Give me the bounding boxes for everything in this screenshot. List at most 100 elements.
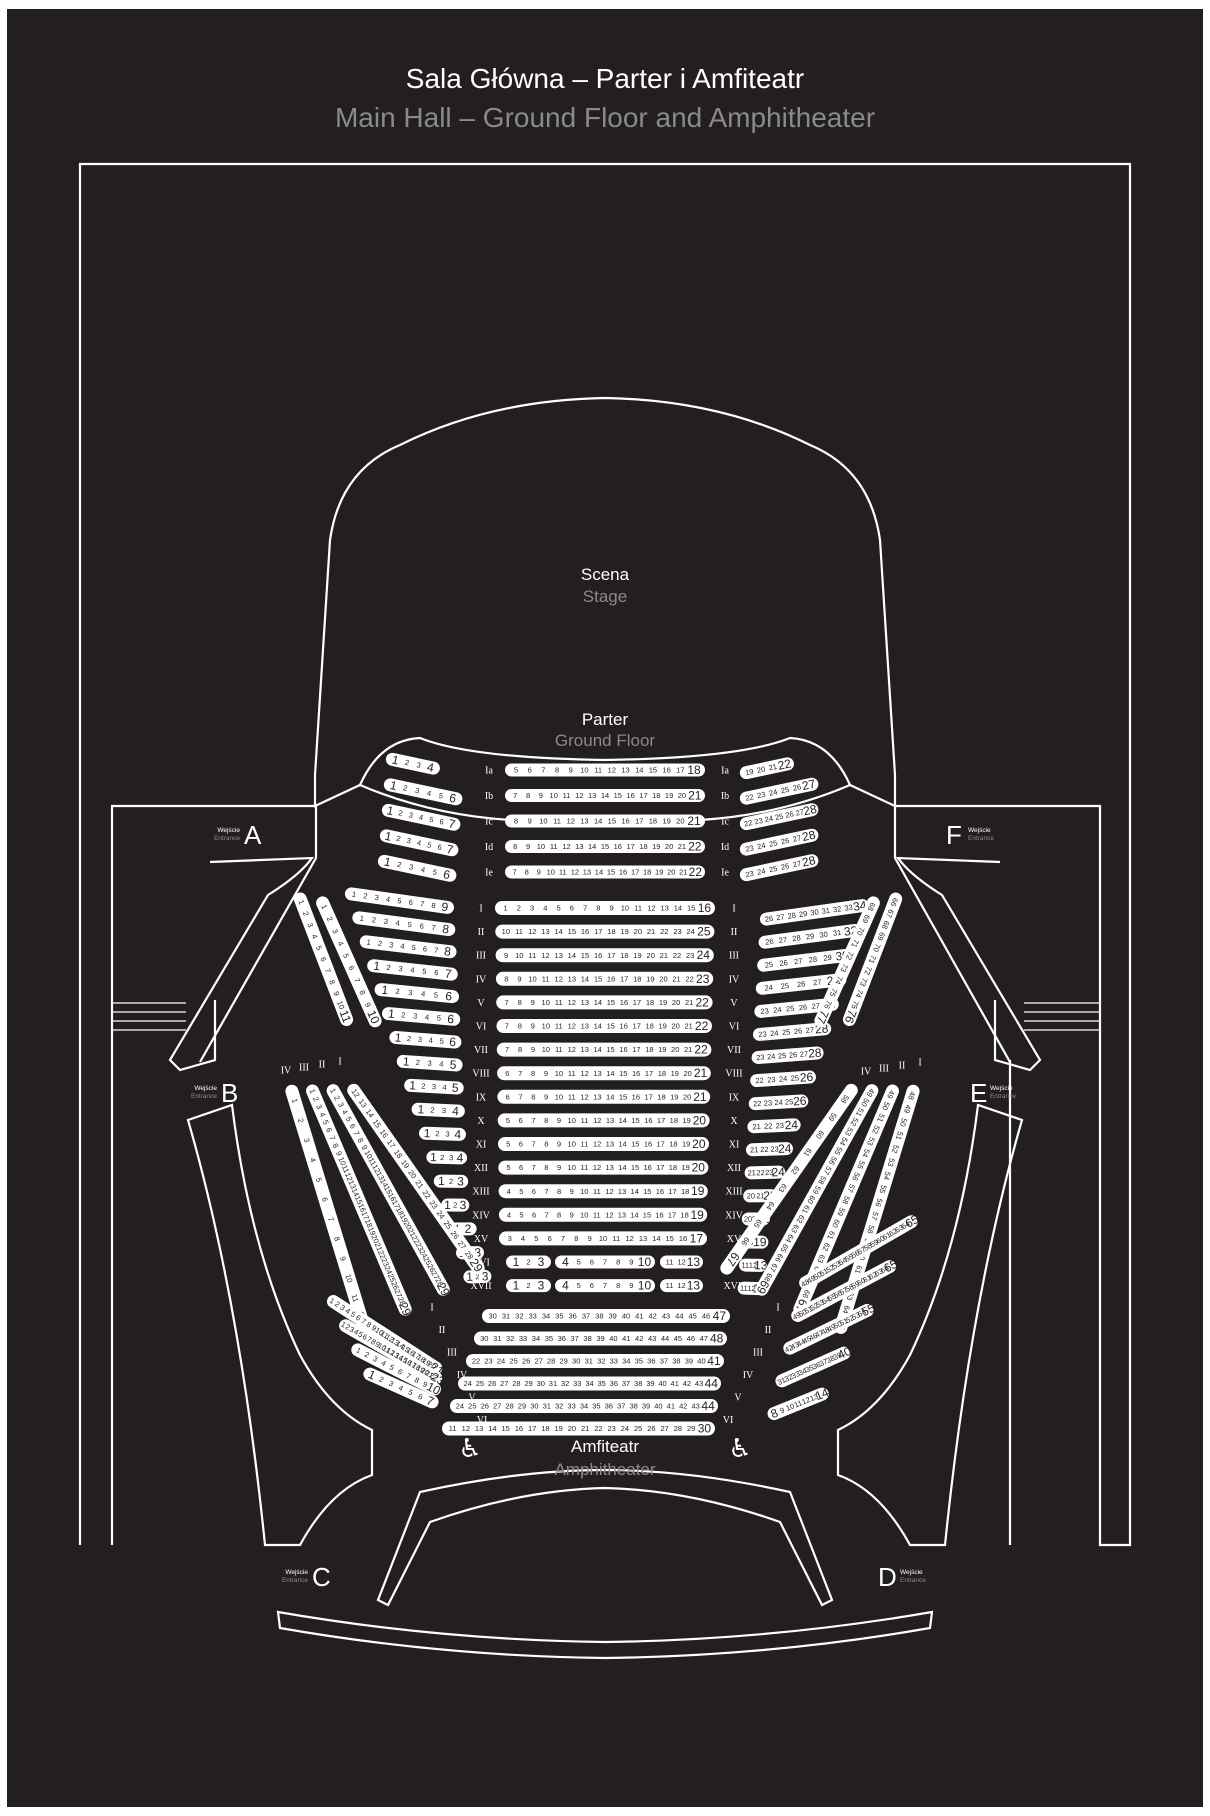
side-block-left-lower[interactable]: 1234567891011121314151617181920212223242… (304, 1082, 415, 1318)
entrance-b[interactable]: Wejście Entrance B (191, 1078, 238, 1108)
seat-number: 6 (354, 1313, 362, 1323)
seat-strip (834, 1084, 920, 1334)
entrance-a[interactable]: Wejście Entrance A (214, 820, 262, 850)
seat-number: 14 (674, 904, 682, 913)
entrance-d[interactable]: D Wejście Entrance (878, 1562, 926, 1592)
side-block-left-lower[interactable]: 1234567891011121314151617181920212223242… (324, 1082, 453, 1299)
side-block-right-lower[interactable]: 4950515253545556575859606162636465666768… (753, 1082, 882, 1299)
seat-number: 11 (793, 1398, 804, 1409)
entrance-e[interactable]: E Wejście Entrance (970, 1078, 1016, 1108)
entrance-f[interactable]: F Wejście Entrance (946, 820, 994, 850)
seat-number: 21 (687, 814, 701, 828)
seat-number: 3 (336, 1101, 346, 1109)
seat-strip (463, 1269, 492, 1284)
entrance-c[interactable]: Wejście Entrance C (282, 1562, 331, 1592)
seat-strip (450, 1399, 718, 1413)
seat-number: 19 (681, 1163, 689, 1172)
